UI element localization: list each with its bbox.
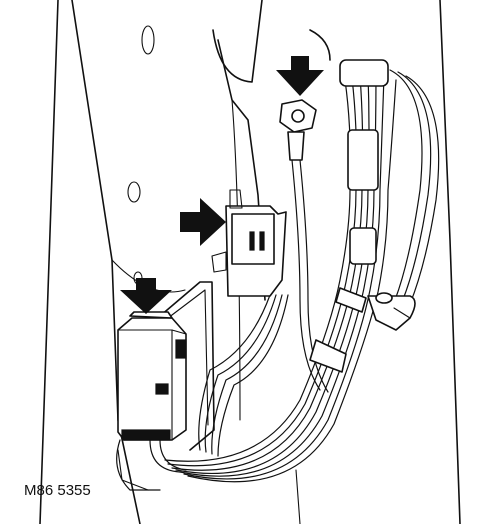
pointer-arrows (120, 56, 324, 314)
left-connector (117, 311, 187, 441)
arrow-top (276, 56, 324, 96)
reference-label: M86 5355 (24, 482, 91, 499)
reference-leader-line (117, 449, 149, 491)
middle-connector (211, 189, 287, 297)
wiring-harness (116, 59, 440, 491)
harness-clip (367, 292, 416, 331)
arrow-left (120, 278, 172, 314)
arrow-middle (180, 198, 226, 246)
eyelet-terminal (279, 99, 317, 161)
